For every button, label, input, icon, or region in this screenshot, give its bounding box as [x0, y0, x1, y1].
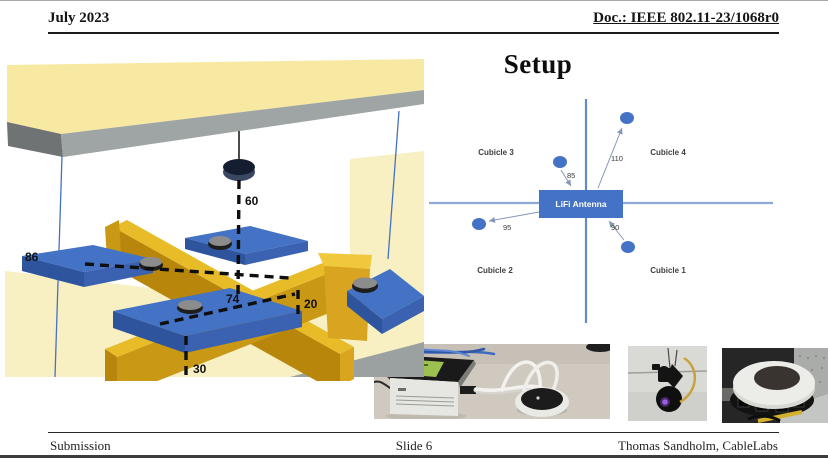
footer-rule — [48, 432, 779, 433]
lifi-antenna-box — [539, 190, 623, 218]
dot-95 — [472, 218, 486, 230]
dim-line-74 — [159, 292, 296, 326]
dot-110 — [620, 112, 634, 124]
photo3-white-top — [733, 361, 815, 409]
station-dots — [472, 112, 635, 253]
photo-lifi-modem-and-desk-puck — [374, 344, 610, 419]
header-date: July 2023 — [48, 10, 110, 26]
arrow-110 — [597, 127, 623, 189]
footer-author: Thomas Sandholm, CableLabs — [618, 438, 778, 453]
dim-label-60: 60 — [245, 194, 259, 208]
dot-90 — [621, 241, 635, 253]
photo2-antenna-rods — [667, 347, 678, 369]
distance-label-95: 95 — [503, 223, 511, 232]
cubicle-layout-diagram: LiFi Antenna 85 110 95 90 Cubicle 3 Cubi… — [429, 99, 773, 323]
render-table-west — [22, 245, 163, 287]
dim-label-30: 30 — [193, 362, 207, 376]
render-table-east — [347, 269, 424, 334]
distance-label-110: 110 — [611, 154, 623, 163]
photo1-dark-object — [586, 344, 610, 352]
photo-ceiling-mounted-transceiver — [628, 346, 707, 421]
photo-lifi-access-point — [722, 348, 828, 423]
render-dimension-lines — [84, 179, 300, 375]
dim-label-86: 86 — [25, 250, 39, 264]
distance-label-85: 85 — [567, 171, 575, 180]
distance-label-90: 90 — [611, 223, 619, 232]
cubicle-4-label: Cubicle 4 — [650, 148, 686, 157]
photo2-mount-rig — [652, 364, 683, 388]
slide-title: Setup — [503, 49, 573, 79]
header-rule — [48, 32, 779, 34]
cubicle-1-label: Cubicle 1 — [650, 266, 686, 275]
dim-line-86 — [84, 262, 290, 280]
photo2-yellow-cable — [679, 356, 696, 404]
dot-85 — [553, 156, 567, 168]
photo1-usb-plug — [460, 386, 476, 394]
footer-submission: Submission — [50, 438, 111, 453]
lifi-antenna-label: LiFi Antenna — [555, 199, 606, 209]
header-doc-id: Doc.: IEEE 802.11-23/1068r0 — [593, 10, 779, 26]
photo1-lifi-puck — [515, 387, 569, 417]
distance-arrows — [488, 127, 625, 241]
render-3d-test-rig: 60 86 74 20 30 — [5, 59, 424, 381]
arrow-85 — [560, 169, 572, 187]
dim-label-20: 20 — [304, 297, 318, 311]
photo3-yellow-cable — [757, 410, 803, 423]
arrow-90 — [608, 220, 625, 241]
footer-slide-number: Slide 6 — [395, 438, 433, 453]
arrow-95 — [488, 211, 540, 223]
dim-label-74: 74 — [226, 292, 240, 306]
render-ceiling — [7, 59, 424, 157]
dim-line-60 — [236, 179, 241, 297]
render-gold-column-top — [318, 253, 372, 269]
photo2-lifi-device — [656, 386, 682, 412]
cubicle-3-label: Cubicle 3 — [478, 148, 514, 157]
cubicle-2-label: Cubicle 2 — [477, 266, 513, 275]
render-ceiling-antenna — [223, 131, 255, 181]
render-table-north — [185, 226, 308, 265]
